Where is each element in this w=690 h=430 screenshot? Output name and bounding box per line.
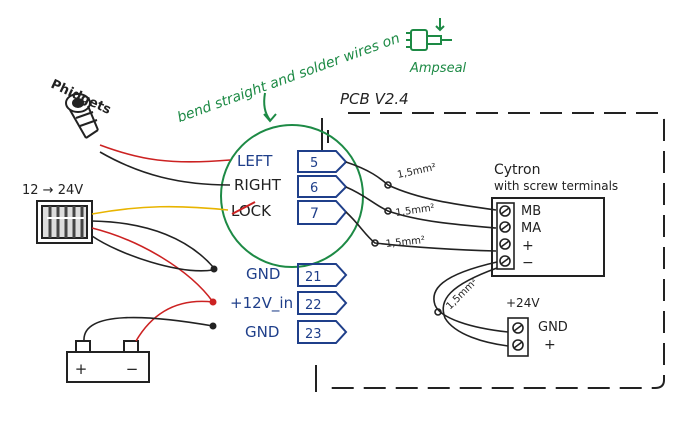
cable-supply-2 bbox=[442, 267, 509, 347]
cable-right bbox=[345, 186, 497, 229]
supply-terminal-gnd: GND bbox=[538, 320, 568, 335]
pcb-outline bbox=[315, 112, 665, 392]
battery-icon bbox=[66, 340, 150, 383]
wire-power-converter bbox=[91, 227, 214, 303]
pin-box-6 bbox=[297, 175, 348, 198]
cytron-terminal-plus: + bbox=[522, 238, 534, 254]
cytron-subtitle: with screw terminals bbox=[494, 179, 618, 193]
signal-label-12v: +12V_in bbox=[230, 294, 293, 313]
ampseal-connector-icon bbox=[406, 18, 452, 51]
supply-range-label: 12 → 24V bbox=[22, 183, 83, 198]
pin-box-21 bbox=[297, 263, 348, 287]
pin-23: 23 bbox=[305, 327, 322, 342]
cable-marker-1 bbox=[384, 181, 392, 189]
wire-left-red bbox=[99, 144, 231, 163]
wire-lock-yellow bbox=[91, 205, 229, 215]
cable-marker-4 bbox=[434, 308, 442, 316]
wire-gnd-converter bbox=[91, 220, 215, 269]
junction-power bbox=[209, 298, 217, 306]
cable-marker-3 bbox=[371, 239, 379, 247]
annotation-circle bbox=[220, 124, 364, 268]
supply-24v-label: +24V bbox=[506, 296, 540, 310]
signal-label-left: LEFT bbox=[237, 152, 273, 170]
supply-terminal-block bbox=[507, 317, 529, 357]
cytron-title: Cytron bbox=[494, 162, 540, 178]
pin-7: 7 bbox=[310, 206, 319, 222]
cable-lock bbox=[345, 211, 497, 252]
cytron-terminal-mb: MB bbox=[521, 204, 541, 219]
wire-right-black bbox=[99, 151, 231, 186]
junction-gnd bbox=[210, 265, 218, 273]
note-arrow-icon bbox=[263, 92, 277, 123]
cable-left bbox=[345, 161, 497, 211]
cytron-board bbox=[491, 197, 605, 277]
pin-box-5 bbox=[297, 150, 348, 173]
wire-battery-minus bbox=[83, 316, 214, 342]
cable-marker-2 bbox=[384, 207, 392, 215]
junction-gnd-2 bbox=[209, 322, 217, 330]
cable-label-2: 1,5mm² bbox=[395, 203, 436, 219]
pin-22: 22 bbox=[305, 298, 322, 313]
note-text: bend straight and solder wires on bbox=[175, 30, 402, 126]
supply-terminal-plus: + bbox=[544, 337, 556, 353]
wire-gnd-converter-2 bbox=[91, 235, 214, 272]
pin-box-22 bbox=[297, 291, 348, 315]
cytron-terminal-minus: − bbox=[522, 255, 534, 271]
ampseal-label: Ampseal bbox=[409, 61, 467, 76]
cytron-terminal-block bbox=[496, 202, 515, 270]
cable-label-1: 1,5mm² bbox=[396, 162, 437, 181]
pin-box-7 bbox=[297, 200, 348, 225]
signal-label-lock: LOCK bbox=[231, 202, 272, 220]
pin-6: 6 bbox=[310, 181, 318, 196]
battery-minus: − bbox=[126, 360, 139, 378]
cable-supply bbox=[433, 261, 509, 333]
wire-battery-plus bbox=[135, 300, 214, 342]
signal-label-gnd2: GND bbox=[245, 323, 279, 341]
pin-21: 21 bbox=[305, 270, 322, 285]
phidgets-sensor-icon bbox=[65, 93, 99, 139]
pcb-label: PCB V2.4 bbox=[340, 90, 409, 108]
converter-module-icon bbox=[36, 200, 93, 244]
signal-label-right: RIGHT bbox=[234, 176, 282, 194]
cytron-terminal-ma: MA bbox=[521, 221, 541, 236]
battery-plus: + bbox=[75, 360, 88, 378]
pin-5: 5 bbox=[310, 156, 318, 171]
cable-label-3: 1,5mm² bbox=[385, 235, 425, 250]
pin-box-23 bbox=[297, 320, 348, 344]
signal-label-gnd1: GND bbox=[246, 265, 280, 283]
lock-strikethrough bbox=[231, 201, 256, 215]
